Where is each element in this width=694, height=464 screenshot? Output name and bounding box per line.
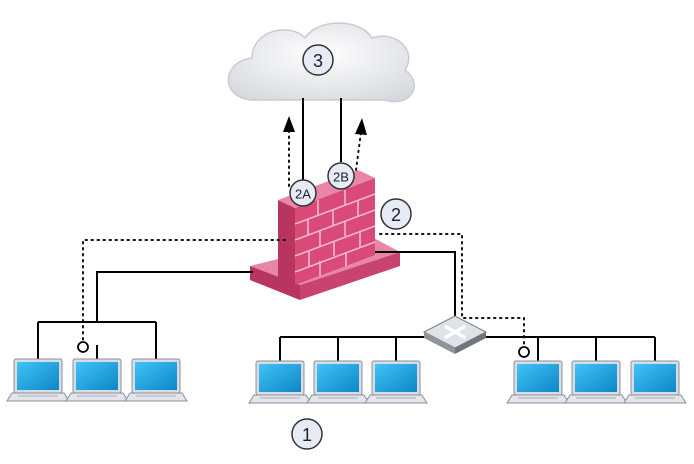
dotted-arrow-right (355, 131, 362, 171)
label-2-text: 2 (391, 205, 401, 225)
laptop-mid-1 (248, 360, 312, 404)
laptop-left-1 (6, 358, 70, 402)
laptop-mid-3 (364, 360, 428, 404)
laptop-mid-2 (306, 360, 370, 404)
endpoint-marker-left (77, 341, 89, 353)
label-1-text: 1 (302, 425, 312, 445)
laptop-right-1 (506, 360, 570, 404)
label-1: 1 (291, 418, 323, 450)
firewall-icon (250, 170, 400, 300)
laptop-right-3 (623, 360, 687, 404)
arrow-head-right (355, 118, 367, 135)
laptop-left-2 (65, 358, 129, 402)
dotted-path-left (82, 239, 286, 341)
link-firewall-switch (375, 251, 456, 322)
laptop-left-3 (124, 358, 188, 402)
laptop-right-2 (564, 360, 628, 404)
label-2a-text: 2A (295, 187, 311, 202)
link-firewall-left (96, 271, 253, 322)
arrow-head-left (283, 116, 295, 132)
label-3-text: 3 (313, 51, 323, 71)
endpoint-marker-right (518, 346, 530, 358)
label-2a: 2A (289, 179, 317, 207)
label-2b: 2B (327, 162, 355, 190)
label-2b-text: 2B (333, 170, 349, 185)
label-2: 2 (380, 198, 412, 230)
dotted-path-right (379, 233, 525, 346)
label-3: 3 (302, 44, 334, 76)
network-switch-icon (422, 315, 488, 354)
